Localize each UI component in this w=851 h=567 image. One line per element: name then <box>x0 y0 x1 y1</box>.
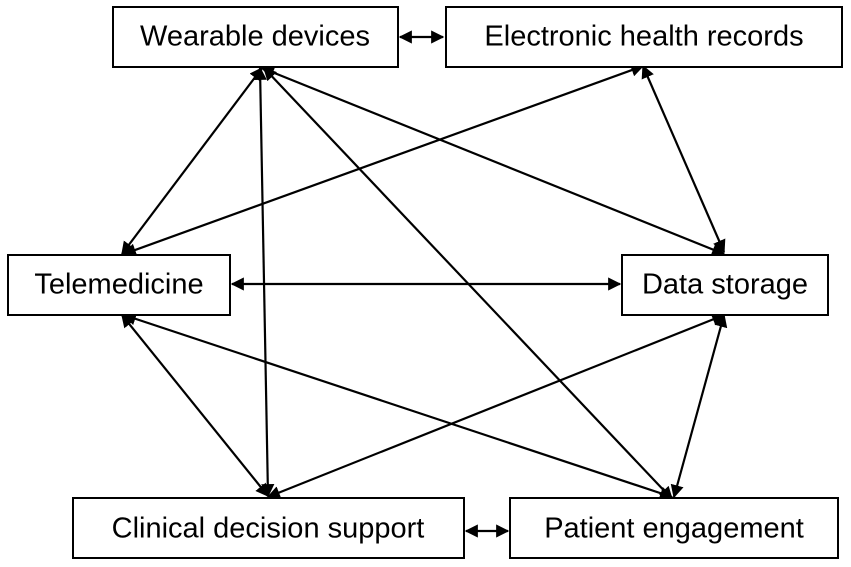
edge-storage-cds <box>266 313 726 499</box>
node-wearable-devices: Wearable devices <box>112 6 399 68</box>
edge-telemedicine-engagement <box>122 312 674 500</box>
node-label-telemedicine: Telemedicine <box>34 269 203 301</box>
node-electronic-health-records: Electronic health records <box>445 6 843 68</box>
edge-telemedicine-cds <box>121 313 269 498</box>
node-label-clinical-decision-support: Clinical decision support <box>112 513 425 545</box>
edge-ehr-telemedicine <box>122 63 645 257</box>
node-layer: Wearable devices Electronic health recor… <box>7 6 843 559</box>
node-label-data-storage: Data storage <box>642 269 808 301</box>
edge-wearable-cds <box>253 66 275 498</box>
edge-ehr-storage <box>641 64 726 254</box>
node-label-wearable-devices: Wearable devices <box>140 21 370 53</box>
edge-wearable-storage <box>260 66 726 256</box>
node-label-patient-engagement: Patient engagement <box>544 513 804 545</box>
edge-storage-engagement <box>670 313 728 499</box>
node-data-storage: Data storage <box>621 254 829 316</box>
node-label-electronic-health-records: Electronic health records <box>484 21 803 53</box>
node-clinical-decision-support: Clinical decision support <box>72 497 465 559</box>
node-patient-engagement: Patient engagement <box>509 497 839 559</box>
edge-wearable-telemedicine <box>121 66 263 256</box>
edge-layer <box>121 30 728 538</box>
node-telemedicine: Telemedicine <box>7 254 231 316</box>
